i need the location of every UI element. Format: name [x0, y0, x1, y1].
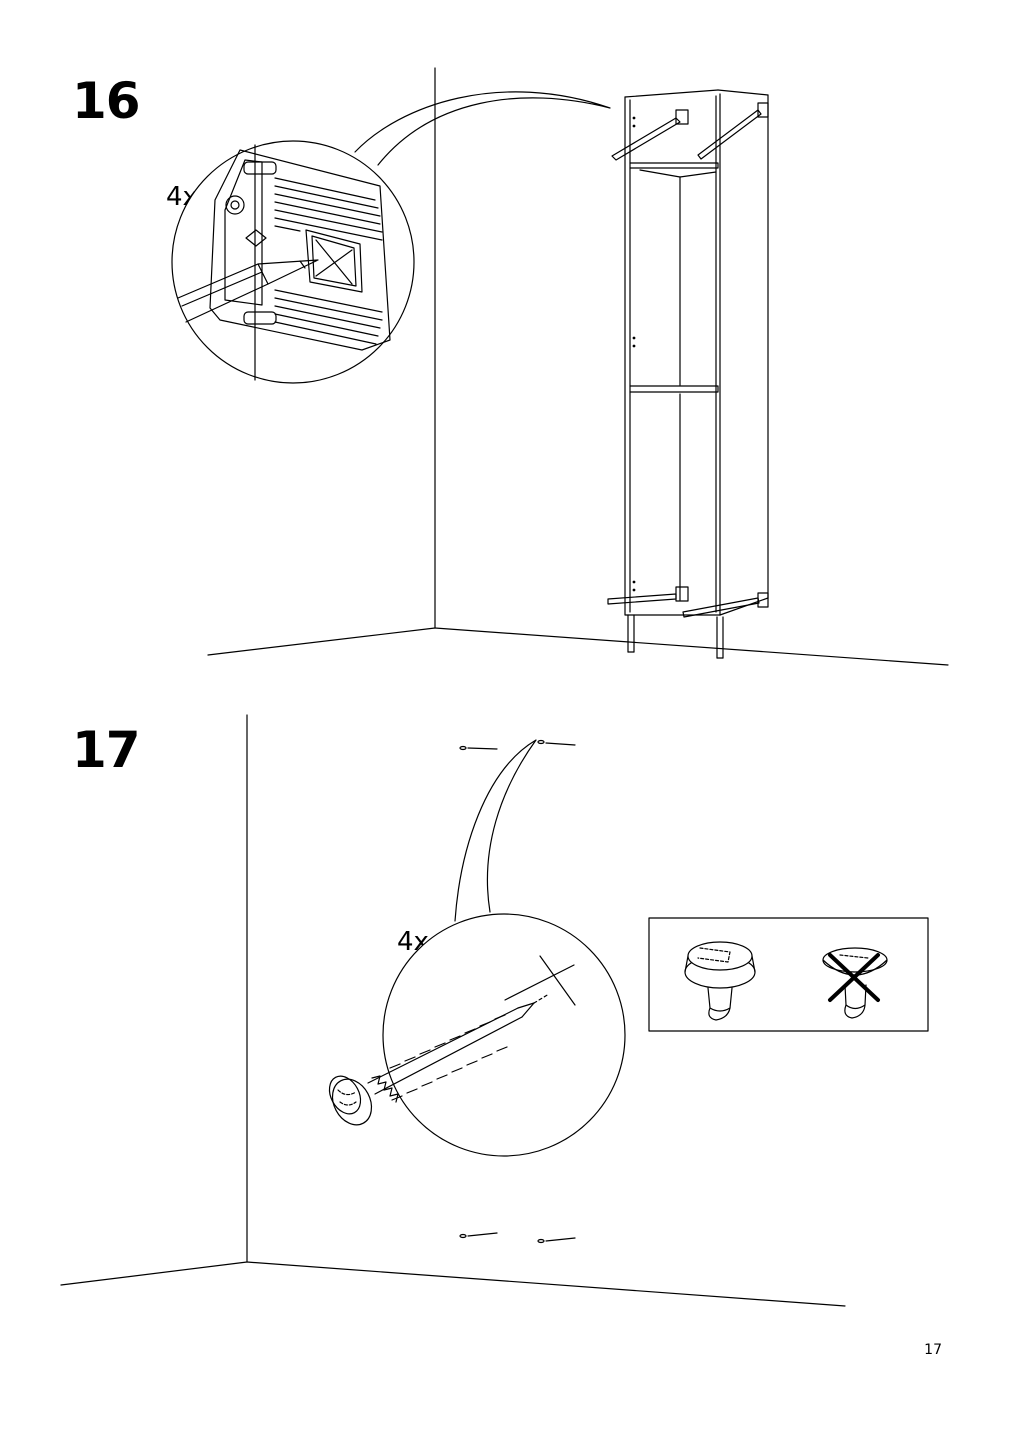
wall-hole-mark-icon [459, 739, 576, 1244]
pencil-icon [177, 259, 319, 323]
screw-head-comparison-box [648, 917, 929, 1032]
step-16-number: 16 [72, 72, 141, 130]
wall-hole-mark-icon [504, 955, 576, 1006]
screw-detail-circle [382, 913, 626, 1157]
wall-corner-icon [207, 67, 949, 666]
zoom-callout-icon [354, 91, 611, 166]
step-17-number: 17 [72, 721, 141, 779]
screw-icon [328, 993, 550, 1126]
screw-head-incorrect-icon [822, 947, 888, 1019]
screw-head-correct-icon [684, 941, 756, 1021]
page-number: 17 [924, 1342, 942, 1358]
wall-corner-icon [60, 714, 846, 1307]
cabinet-frame-icon [607, 89, 769, 659]
step-16-illustration [171, 67, 949, 666]
cross-mark-icon [828, 953, 880, 1002]
zoom-callout-icon [454, 739, 537, 922]
